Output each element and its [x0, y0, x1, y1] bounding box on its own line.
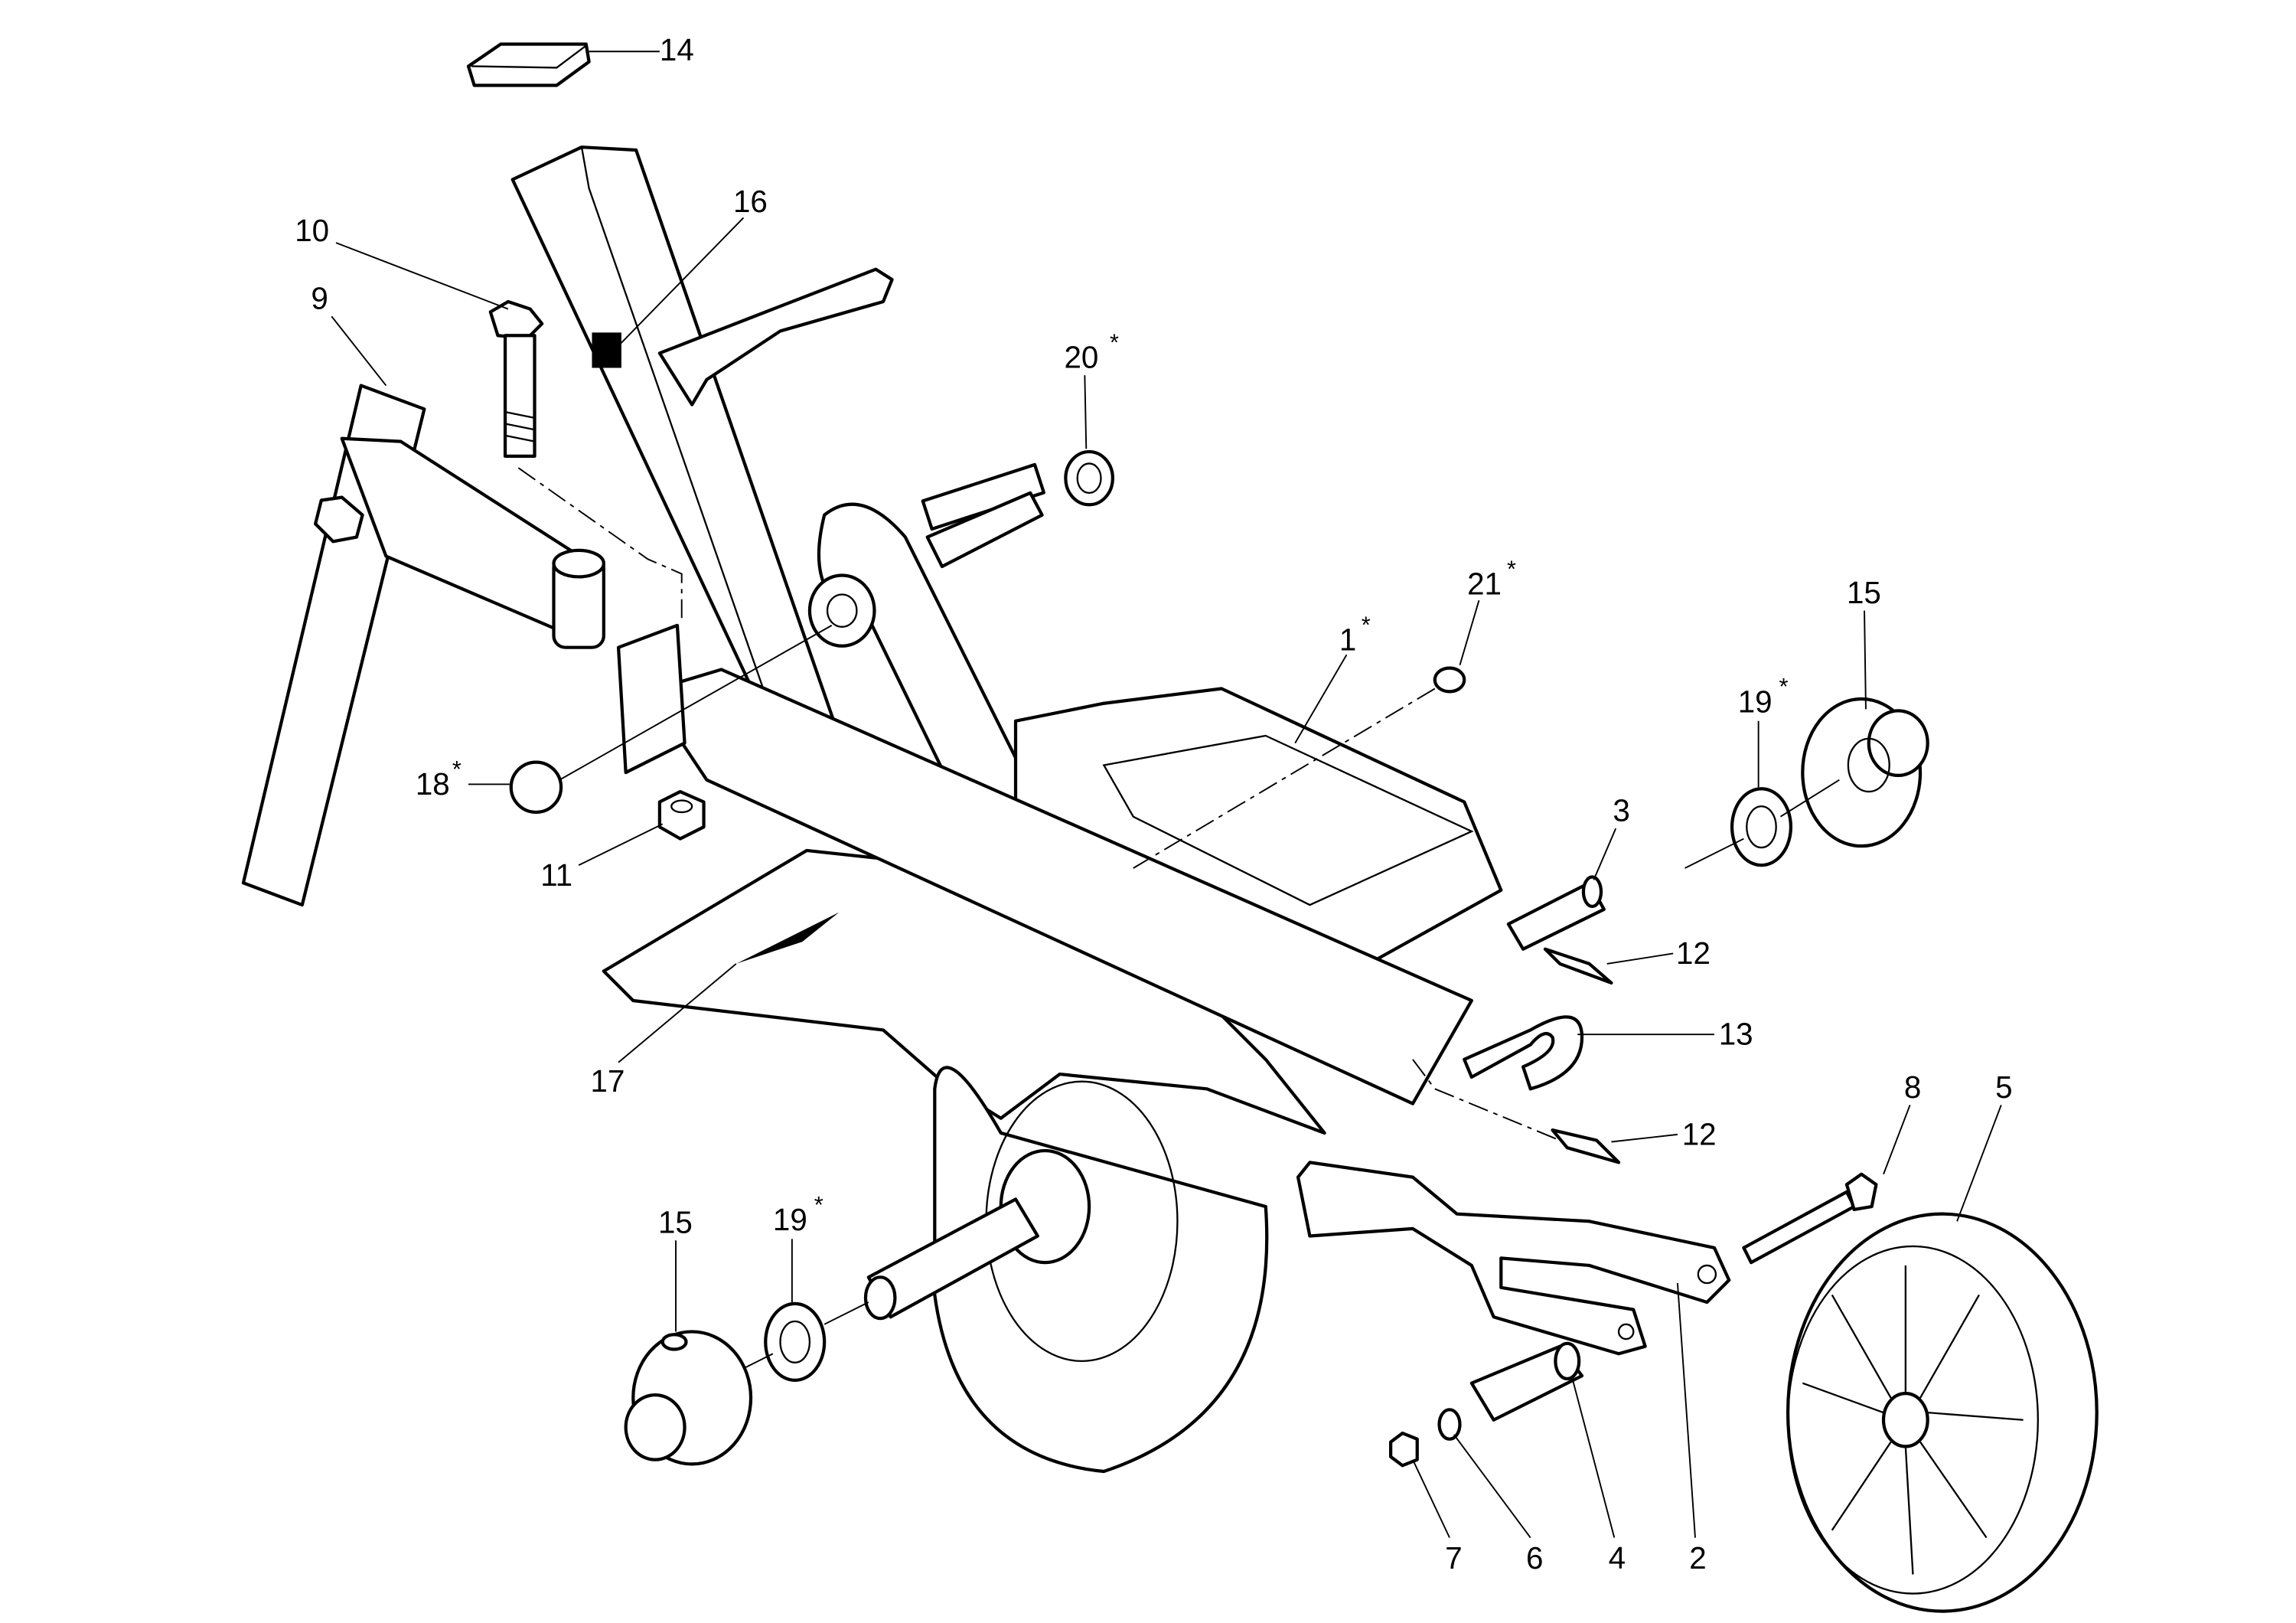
callout-10: 10 [295, 213, 329, 248]
callout-9: 9 [311, 281, 328, 316]
callout-21: 21 [1467, 567, 1502, 602]
axle-shaft [863, 1197, 1039, 1321]
callout-19-left: 19 [773, 1202, 807, 1237]
callout-12-upper: 12 [1676, 936, 1711, 971]
callout-3: 3 [1613, 792, 1629, 828]
callout-19-right: 19 [1738, 684, 1773, 719]
drive-wheel [933, 1066, 1269, 1474]
part-1-frame [602, 623, 1503, 1135]
part-4-spacer [1469, 1341, 1584, 1422]
callout-15-left: 15 [658, 1205, 693, 1240]
part-11-nut [657, 789, 706, 841]
callout-11: 11 [540, 857, 572, 893]
callout-19-right-asterisk: * [1779, 673, 1789, 700]
part-5-wheel [1786, 1212, 2099, 1613]
part-15-hub-cap-left [624, 1330, 753, 1466]
callout-20: 20 [1064, 340, 1098, 375]
callout-18: 18 [416, 766, 450, 802]
callout-18-asterisk: * [452, 756, 461, 782]
part-16-upright-tube [510, 145, 894, 782]
callout-8: 8 [1904, 1069, 1921, 1105]
part-3-pin [1506, 875, 1606, 951]
part-19-seal-left [764, 1301, 827, 1382]
callout-19-left-asterisk: * [814, 1191, 823, 1218]
callout-6: 6 [1526, 1540, 1543, 1576]
part-10-bolt [488, 299, 544, 458]
part-9-handle-bracket [241, 384, 605, 907]
callout-1: 1 [1339, 622, 1356, 658]
callout-12-lower: 12 [1682, 1116, 1717, 1151]
callout-5: 5 [1995, 1069, 2012, 1105]
part-13-u-pin [1463, 1015, 1584, 1091]
part-20-washer [925, 449, 1114, 569]
callout-4: 4 [1609, 1540, 1626, 1576]
part-18-plug [509, 760, 563, 815]
callout-1-asterisk: * [1362, 611, 1371, 638]
part-7-nut [1389, 1431, 1419, 1468]
part-21-grease-fitting [1433, 666, 1466, 694]
part-15-hub-cap-right [1801, 697, 1929, 848]
callout-14: 14 [660, 32, 694, 67]
part-8-bolt [1742, 1172, 1878, 1265]
label-decal-17 [721, 912, 840, 972]
part-12-clip-lower [1551, 1128, 1621, 1164]
part-14-tube-cap [466, 42, 591, 87]
callout-16: 16 [733, 184, 768, 219]
part-2-wheel-bracket [1296, 1161, 1731, 1356]
part-19-seal-right [1730, 787, 1793, 867]
leader-lines [331, 51, 2002, 1539]
callout-13: 13 [1719, 1017, 1753, 1052]
part-12-clip-upper [1543, 947, 1613, 985]
label-decal-16 [592, 332, 621, 368]
callout-2: 2 [1689, 1540, 1706, 1576]
callout-20-asterisk: * [1110, 328, 1119, 355]
callout-7: 7 [1445, 1540, 1462, 1576]
callout-17: 17 [591, 1063, 625, 1099]
callout-21-asterisk: * [1507, 555, 1516, 582]
callout-15-right: 15 [1847, 575, 1881, 610]
part-6-washer [1437, 1408, 1462, 1441]
